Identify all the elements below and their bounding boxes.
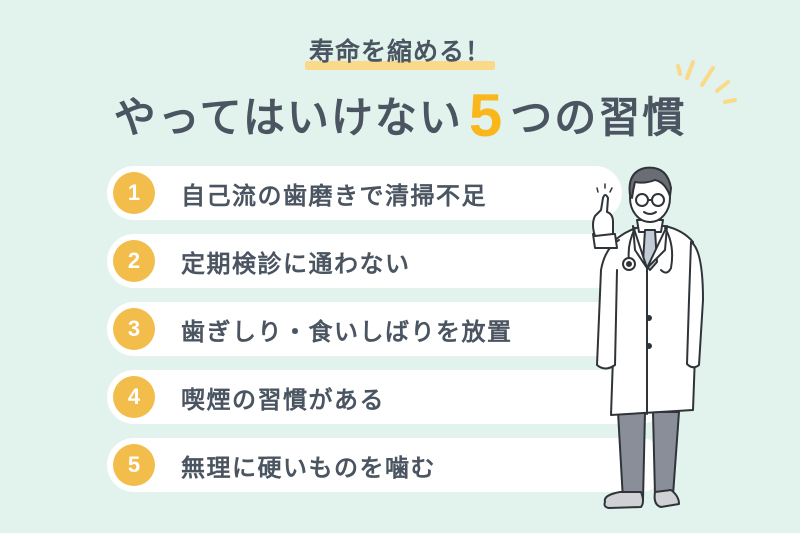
number-badge: 4 — [113, 376, 155, 418]
number-badge: 5 — [113, 444, 155, 486]
subtitle-container: 寿命を縮める！ — [0, 36, 800, 70]
habit-item-2: 2 定期検診に通わない — [107, 234, 667, 288]
doctor-illustration-icon — [592, 166, 704, 509]
headline-before: やってはいけない — [113, 93, 463, 142]
habit-item-4: 4 喫煙の習慣がある — [107, 370, 667, 424]
number-badge: 3 — [113, 308, 155, 350]
number-badge: 1 — [113, 172, 155, 214]
headline-number: 5 — [468, 82, 505, 149]
habit-label: 無理に硬いものを噛む — [181, 453, 436, 482]
habit-item-3: 3 歯ぎしり・食いしばりを放置 — [107, 302, 667, 356]
subtitle-text: 寿命を縮める！ — [308, 37, 491, 66]
subtitle: 寿命を縮める！ — [304, 36, 496, 70]
habit-label: 歯ぎしり・食いしばりを放置 — [181, 317, 513, 346]
sparkle-icon — [676, 60, 737, 104]
habit-label: 喫煙の習慣がある — [181, 385, 385, 414]
number-badge: 2 — [113, 240, 155, 282]
headline-after: つの習慣 — [510, 93, 687, 142]
habit-item-1: 1 自己流の歯磨きで清掃不足 — [107, 166, 622, 220]
habit-list: 1 自己流の歯磨きで清掃不足 2 定期検診に通わない 3 歯ぎしり・食いしばりを… — [107, 166, 707, 506]
habit-item-5: 5 無理に硬いものを噛む — [107, 438, 667, 492]
habit-label: 自己流の歯磨きで清掃不足 — [181, 181, 487, 210]
habit-label: 定期検診に通わない — [181, 249, 411, 278]
